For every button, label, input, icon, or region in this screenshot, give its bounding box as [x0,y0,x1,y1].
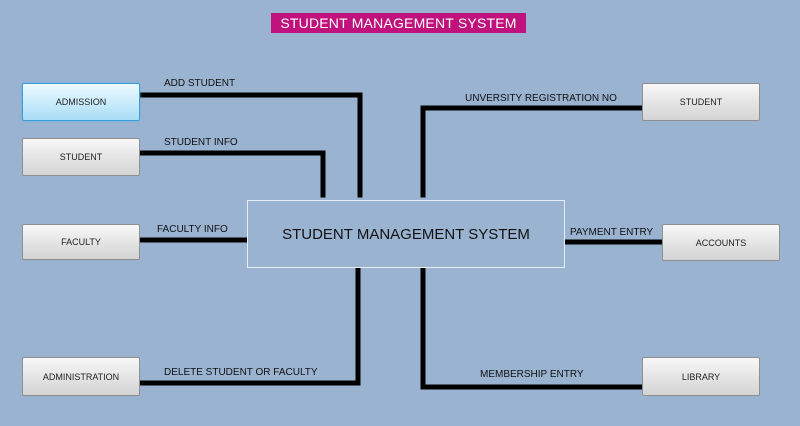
student-button-left-label: STUDENT [59,152,103,162]
flow-label-add-student: ADD STUDENT [164,78,236,89]
center-system-box: STUDENT MANAGEMENT SYSTEM [247,200,565,268]
flow-label-delete-student-or-faculty: DELETE STUDENT OR FACULTY [164,367,318,378]
connector-add-student [137,92,363,198]
flow-label-student-info: STUDENT INFO [164,137,238,148]
faculty-button[interactable]: FACULTY [22,224,140,260]
admission-button-label: ADMISSION [55,97,107,107]
administration-button[interactable]: ADMINISTRATION [22,357,140,396]
accounts-button[interactable]: ACCOUNTS [662,224,780,261]
administration-button-label: ADMINISTRATION [42,371,120,382]
flow-label-university-registration-no: UNVERSITY REGISTRATION NO [465,93,617,104]
flow-label-faculty-info: FACULTY INFO [157,224,228,235]
connector-membership-entry [420,265,645,390]
connector-student-info [137,150,326,198]
faculty-button-label: FACULTY [61,237,101,247]
library-button[interactable]: LIBRARY [642,357,760,396]
accounts-button-label: ACCOUNTS [695,237,747,248]
admission-button[interactable]: ADMISSION [22,83,140,121]
student-button-right-label: STUDENT [679,97,723,107]
student-button-right[interactable]: STUDENT [642,83,760,121]
flow-label-membership-entry: MEMBERSHIP ENTRY [480,369,584,380]
page-title: STUDENT MANAGEMENT SYSTEM [271,13,526,33]
center-system-label: STUDENT MANAGEMENT SYSTEM [282,225,530,243]
library-button-label: LIBRARY [681,371,721,382]
student-button-left[interactable]: STUDENT [22,138,140,176]
connector-delete-student-or-faculty [137,265,361,386]
connector-university-registration-no [420,105,645,198]
flow-label-payment-entry: PAYMENT ENTRY [570,227,654,238]
